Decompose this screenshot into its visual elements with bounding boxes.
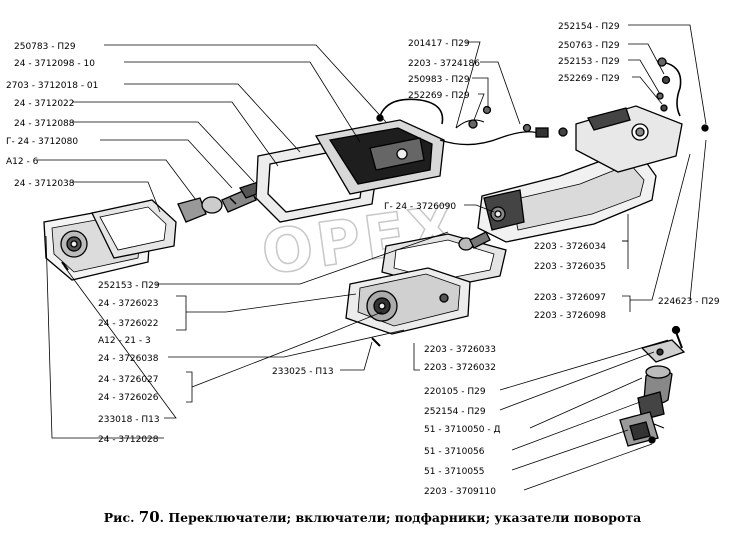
part-label: 233025 - П13 [272,367,334,377]
caption-prefix: Рис. [103,510,135,525]
part-label: 24 - 3726027 [98,375,159,385]
part-label: 250783 - П29 [14,42,76,52]
part-label: 24 - 3712022 [14,99,75,109]
part-label: 24 - 3726022 [98,319,159,329]
part-label: 252269 - П29 [558,74,620,84]
right-indicator-bracket [575,105,683,173]
part-label: 252154 - П29 [558,22,620,32]
part-label: 250983 - П29 [408,75,470,85]
part-label: 224623 - П29 [658,297,720,307]
part-label: 2203 - 3726097 [534,293,606,303]
part-label: 24 - 3726023 [98,299,159,309]
figure-caption: Рис. 70. Переключатели; включатели; подф… [0,508,745,526]
part-label: 2703 - 3712018 - 01 [6,81,98,91]
lower-lamp-lens [345,267,471,335]
part-label: 2203 - 3724186 [408,59,480,69]
left-lamp-gasket [91,199,177,259]
part-label: 233018 - П13 [98,415,160,425]
part-label: 252153 - П29 [98,281,160,291]
part-label: 2203 - 3709110 [424,487,496,497]
part-label: 2203 - 3726033 [424,345,496,355]
screws [61,197,381,347]
part-label: 51 - 3710050 - Д [424,425,501,435]
caption-title: . Переключатели; включатели; подфарники;… [159,510,642,525]
part-label: 252154 - П29 [424,407,486,417]
part-label: Г- 24 - 3712080 [6,137,78,147]
part-label: 2203 - 3726035 [534,262,606,272]
part-label: А12 - 21 - 3 [98,336,151,346]
lower-lamp-bulb [458,231,491,251]
part-label: А12 - 6 [6,157,39,167]
part-label: 24 - 3712088 [14,119,75,129]
part-label: 2203 - 3726034 [534,242,606,252]
part-label: 2203 - 3726098 [534,311,606,321]
part-label: 24 - 3726038 [98,354,159,364]
part-label: 2203 - 3726032 [424,363,496,373]
part-label: 51 - 3710056 [424,447,485,457]
parts-drawing [43,57,709,447]
caption-number: 70 [138,508,160,526]
part-label: 24 - 3712038 [14,179,75,189]
part-label: Г- 24 - 3726090 [384,202,456,212]
right-turn-indicator-lens [477,147,657,243]
part-label: 201417 - П29 [408,39,470,49]
upper-wiring-harness [376,98,568,146]
part-label: 252269 - П29 [408,91,470,101]
part-label: 24 - 3712028 [98,435,159,445]
leader-lines [36,24,707,491]
part-label: 24 - 3726026 [98,393,159,403]
left-socket-and-bulb [177,181,263,223]
part-label: 252153 - П29 [558,57,620,67]
switch-assembly [619,325,686,447]
upper-lamp-frame [255,119,445,223]
part-label: 51 - 3710055 [424,467,485,477]
part-label: 24 - 3712098 - 10 [14,59,95,69]
part-label: 220105 - П29 [424,387,486,397]
part-labels: 250783 - П29 24 - 3712098 - 10 2703 - 37… [6,22,720,497]
part-label: 250763 - П29 [558,41,620,51]
